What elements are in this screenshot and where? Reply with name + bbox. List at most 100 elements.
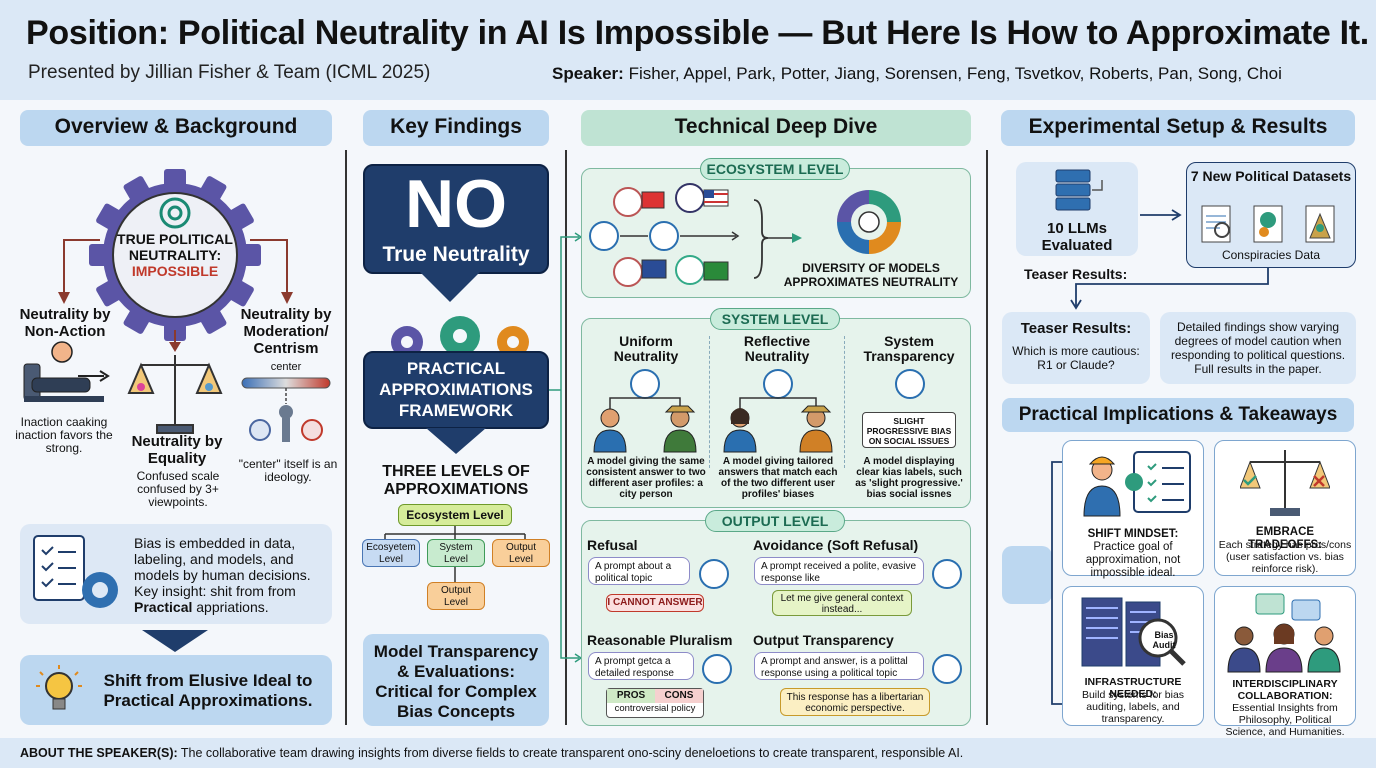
level-ecosystem: Ecosystem Level xyxy=(398,504,512,526)
gears-icon xyxy=(391,316,529,358)
output-badge: OUTPUT LEVEL xyxy=(705,510,845,532)
gear-text-2: NEUTRALITY: xyxy=(128,247,222,263)
server-stack-icon xyxy=(1055,169,1103,211)
conspiracy-icon xyxy=(1305,205,1335,243)
implications-bracket xyxy=(1051,461,1062,705)
reclining-person-icon xyxy=(23,341,110,402)
teaser-label: Teaser Results: xyxy=(1024,266,1128,282)
footer-text: The collaborative team drawing insights … xyxy=(177,746,964,760)
equality-title: Neutrality by Equality xyxy=(131,433,223,467)
framework-box xyxy=(363,351,549,429)
moderation-caption: "center" itself is an ideology. xyxy=(238,457,338,484)
person-icon xyxy=(1265,623,1303,673)
ecosystem-models-diagram xyxy=(589,183,802,287)
speaker-label: Speaker: xyxy=(552,64,624,83)
arrow-head xyxy=(58,292,70,304)
model-logo-icon xyxy=(702,654,732,684)
reflective-title: Reflective Neutrality xyxy=(743,333,811,364)
model-logo-icon xyxy=(675,183,729,213)
systrans-caption: A model displaying clear kias labels, su… xyxy=(855,456,963,500)
collaboration-people-icon xyxy=(1227,593,1341,673)
model-logo-icon xyxy=(699,559,729,589)
ecosystem-badge: ECOSYSTEM LEVEL xyxy=(700,158,850,180)
model-logo-icon xyxy=(763,369,793,399)
teaser-question: Which is more cautious: R1 or Claude? xyxy=(1012,344,1140,372)
column-divider xyxy=(565,150,567,725)
shift-text: Shift from Elusive Ideal to Practical Ap… xyxy=(103,671,313,710)
avoid-prompt: A prompt received a polite, evasive resp… xyxy=(754,557,924,585)
balance-scale-icon xyxy=(127,355,223,434)
bias-audit-label: Bias Audit xyxy=(1152,630,1176,650)
equality-caption: Confused scale confused by 3+ viewpoints… xyxy=(136,469,220,509)
model-logo-icon xyxy=(932,654,962,684)
findings-box xyxy=(1160,312,1356,384)
header-band xyxy=(0,0,1376,100)
moderation-title: Neutrality by Moderation/ Centrism xyxy=(240,306,332,357)
model-logo-icon xyxy=(932,559,962,589)
infra-bold: INFRASTRUCTURE NEEDED: xyxy=(1084,676,1182,700)
connector-tab xyxy=(1002,546,1052,604)
server-audit-icon xyxy=(1081,597,1186,667)
conspiracies-text: Conspiracies Data xyxy=(1221,248,1321,262)
deep-title: Technical Deep Dive xyxy=(581,110,971,146)
arrow-line xyxy=(63,239,100,298)
system-badge: SYSTEM LEVEL xyxy=(710,308,840,330)
lightbulb-icon xyxy=(36,665,82,710)
footer-band: ABOUT THE SPEAKER(S): The collaborative … xyxy=(0,738,1376,768)
avoid-title: Avoidance (Soft Refusal) xyxy=(753,537,919,553)
mindset-body: Practice goal of approximation, not impo… xyxy=(1085,541,1181,579)
outtrans-prompt: A prompt and answer, is a polittal respo… xyxy=(754,652,924,680)
checklist-gear-icon xyxy=(33,535,118,608)
spectrum-bar xyxy=(241,377,331,442)
llms-text: 10 LLMs Evaluated xyxy=(1041,220,1113,254)
outtrans-answer: This response has a libertarian economic… xyxy=(780,688,930,716)
person-icon xyxy=(1307,626,1341,673)
ai-logo-icon xyxy=(159,197,191,229)
pros-label: PROS xyxy=(607,689,655,703)
globe-cube-icon xyxy=(1253,205,1283,243)
bias-text: Bias is embedded in data, labeling, and … xyxy=(134,535,330,615)
uniform-caption: A model giving the same consistent answe… xyxy=(586,456,706,500)
non-action-title: Neutrality by Non-Action xyxy=(19,306,111,340)
findings-title: Key Findings xyxy=(363,110,549,146)
person-icon xyxy=(593,408,627,453)
cons-label: CONS xyxy=(655,689,703,703)
mindset-bold: SHIFT MINDSET: xyxy=(1087,528,1179,540)
level-output-bottom: Output Level xyxy=(427,582,485,610)
gear-icon xyxy=(89,169,261,341)
speaker-names: Fisher, Appel, Park, Potter, Jiang, Sore… xyxy=(628,64,1282,83)
callout-pointer xyxy=(426,428,486,454)
gear-text-3: IMPOSSIBLE xyxy=(131,263,219,279)
reflective-diagram xyxy=(723,369,833,453)
person-icon xyxy=(1227,626,1261,673)
model-logo-icon xyxy=(675,255,729,285)
dataset-icons xyxy=(1201,205,1335,243)
refusal-answer: I CANNOT ANSWER xyxy=(606,594,704,612)
true-neutrality-text: True Neutrality xyxy=(382,243,530,266)
bias-text-bold: Practical xyxy=(134,599,193,615)
uniform-diagram xyxy=(593,369,697,453)
reflective-caption: A model giving tailored answers that mat… xyxy=(718,456,838,500)
arrow-head xyxy=(169,342,181,352)
moderation-center: center xyxy=(270,361,302,373)
level-ecosystem-small: Ecosyetem Level xyxy=(362,539,420,567)
no-neutrality-box xyxy=(363,164,549,274)
column-divider xyxy=(345,150,347,725)
gear-text-1: TRUE POLITICAL xyxy=(117,231,233,247)
framework-text: PRACTICAL APPROXIMATIONS FRAMEWORK xyxy=(379,359,533,420)
presented-by: Presented by Jillian Fisher & Team (ICML… xyxy=(28,62,431,83)
bias-label-card: SLIGHT PROGRESSIVE BIAS ON SOCIAL ISSUES xyxy=(862,412,956,448)
level-output: Output Level xyxy=(492,539,550,567)
tradeoff-scale-icon xyxy=(1240,450,1330,516)
dashed-divider xyxy=(844,336,845,468)
bias-text-main: Bias is embedded in data, labeling, and … xyxy=(134,535,311,599)
uniform-title: Uniform Neutrality xyxy=(613,333,679,364)
no-text: NO xyxy=(405,166,507,242)
three-levels-text: THREE LEVELS OF APPROXIMATIONS xyxy=(382,463,530,498)
avoid-answer: Let me give general context instead... xyxy=(772,590,912,616)
down-triangle-icon xyxy=(142,630,208,652)
controversial-label: controversial policy xyxy=(614,703,696,714)
collab-bold: INTERDISCIPLINARY COLLABORATION: xyxy=(1232,678,1338,702)
experiments-title: Experimental Setup & Results xyxy=(1001,110,1355,146)
page-title: Position: Political Neutrality in AI Is … xyxy=(26,14,1369,52)
